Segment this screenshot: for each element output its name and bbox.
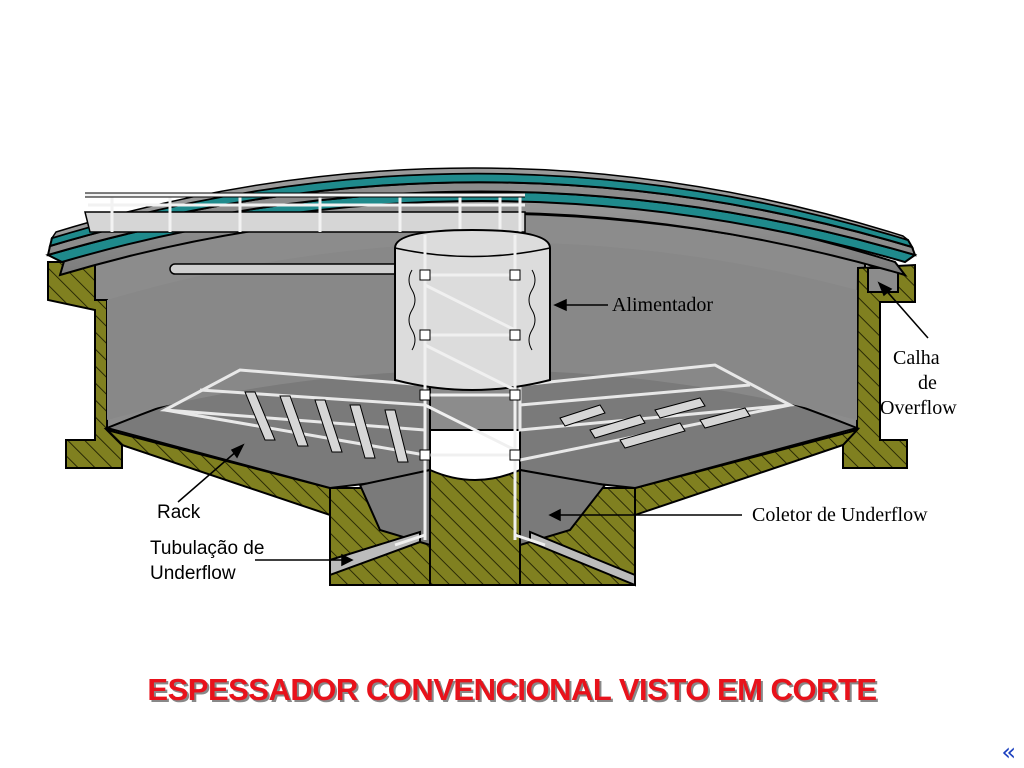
center-mud-column bbox=[429, 468, 521, 586]
label-calha-de: de bbox=[918, 372, 937, 394]
leader-lines bbox=[177, 281, 929, 567]
label-rack: Rack bbox=[157, 502, 201, 523]
center-shaft-cage bbox=[394, 235, 546, 547]
feed-pipe bbox=[169, 263, 411, 275]
label-calha: Calha bbox=[893, 347, 940, 369]
rake-left bbox=[159, 368, 427, 457]
rake-blades-left bbox=[244, 391, 409, 463]
label-tubulacao-line1: Tubulação de bbox=[150, 538, 265, 559]
walkway-bridge bbox=[84, 192, 526, 233]
underflow-pipe-right bbox=[529, 530, 636, 587]
roof-top-gray bbox=[50, 167, 909, 241]
figure-caption: ESPESSADOR CONVENCIONAL VISTO EM CORTE bbox=[147, 672, 877, 707]
back-nav-button[interactable]: « bbox=[1001, 738, 1016, 766]
label-tubulacao-line2: Underflow bbox=[150, 563, 236, 584]
label-alimentador: Alimentador bbox=[612, 294, 714, 316]
label-overflow: Overflow bbox=[880, 397, 957, 419]
rake-blades-right bbox=[559, 397, 751, 449]
left-wall bbox=[47, 261, 123, 469]
label-coletor: Coletor de Underflow bbox=[752, 504, 928, 526]
